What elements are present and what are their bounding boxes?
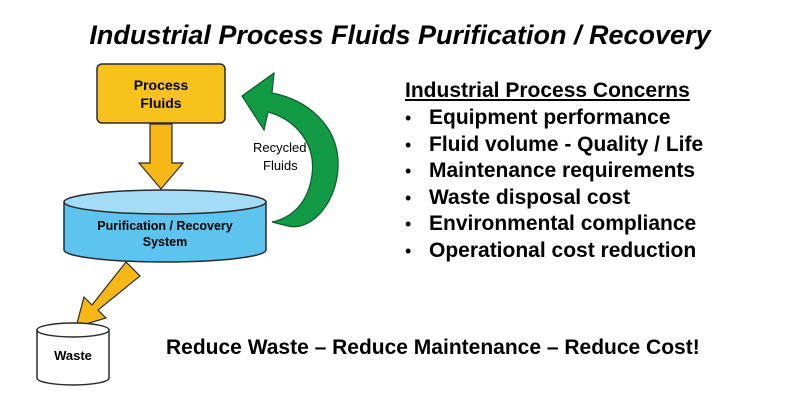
concerns-title: Industrial Process Concerns <box>405 79 690 102</box>
list-item: • Operational cost reduction <box>405 238 703 265</box>
bullet-icon: • <box>405 161 412 181</box>
slogan: Reduce Waste – Reduce Maintenance – Redu… <box>166 336 700 359</box>
bullet-icon: • <box>405 187 412 208</box>
concerns-list: • Equipment performance • Fluid volume - Q… <box>405 105 703 264</box>
concerns-panel: Industrial Process Concerns • Equipment p… <box>405 78 703 264</box>
list-item: • Fluid volume - Quality / Life <box>405 132 703 159</box>
concern-text: Equipment performance <box>429 106 671 129</box>
bullet-icon: • <box>405 240 412 261</box>
waste-label: Waste <box>54 348 92 363</box>
bullet-icon: • <box>405 108 412 128</box>
purification-system-cylinder: Purification / Recovery System <box>63 189 267 263</box>
concern-text: Waste disposal cost <box>429 185 631 209</box>
purification-label-line2: System <box>143 235 187 249</box>
concern-text: Fluid volume - Quality / Life <box>429 132 704 156</box>
list-item: • Waste disposal cost <box>405 185 703 212</box>
waste-drum: Waste <box>36 322 110 386</box>
recycled-fluids-label-line2: Fluids <box>263 158 298 173</box>
recycle-arrow <box>241 71 339 228</box>
process-fluids-label-line2: Fluids <box>140 95 181 111</box>
purification-label-line1: Purification / Recovery <box>97 219 233 233</box>
bullet-icon: • <box>405 214 412 234</box>
concern-text: Operational cost reduction <box>429 238 697 262</box>
process-fluids-label-line1: Process <box>134 77 189 93</box>
list-item: • Environmental compliance <box>405 211 703 238</box>
concern-text: Environmental compliance <box>429 212 697 235</box>
concern-text: Maintenance requirements <box>429 159 696 182</box>
list-item: • Maintenance requirements <box>405 158 703 185</box>
page-title: Industrial Process Fluids Purification /… <box>89 20 711 50</box>
flow-down-arrow <box>137 123 185 190</box>
waste-arrow <box>75 261 141 328</box>
process-fluids-box: Process Fluids <box>96 63 226 124</box>
list-item: • Equipment performance <box>405 105 703 132</box>
recycled-fluids-label-line1: Recycled <box>253 140 306 155</box>
bullet-icon: • <box>405 134 412 155</box>
